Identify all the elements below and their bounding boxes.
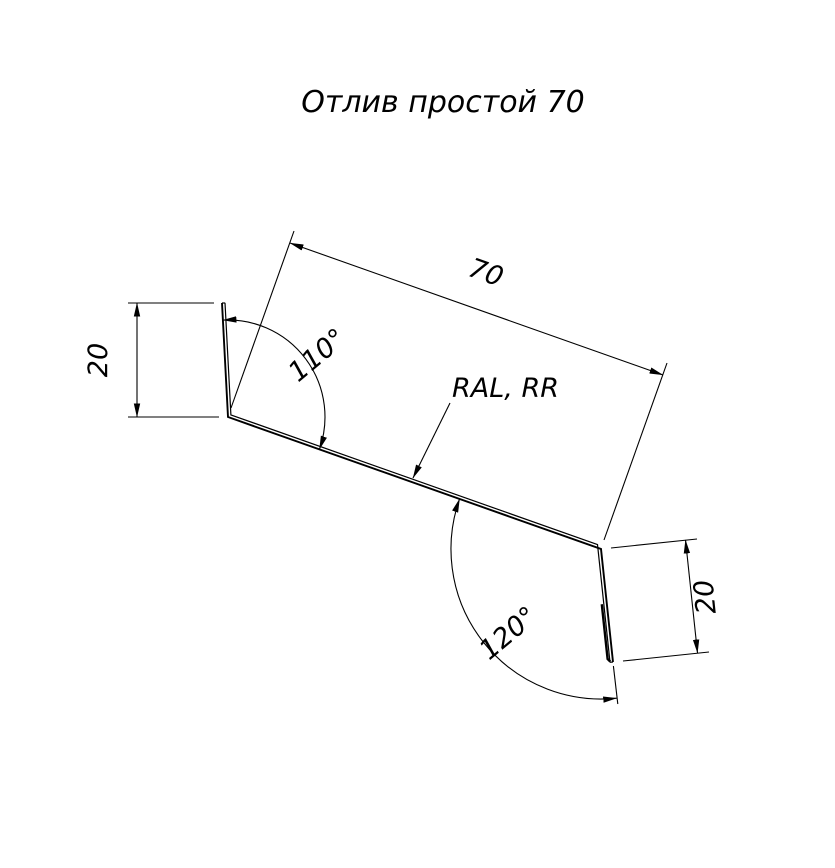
angle-dimension-bottom <box>450 498 619 705</box>
dimension-left-flange <box>128 302 219 418</box>
angle-label-bottom: 120° <box>474 601 544 667</box>
angle-dimension-top <box>222 316 327 450</box>
angle-arc <box>222 316 327 450</box>
angle-arc <box>450 498 618 703</box>
dimension-slope-length <box>230 230 668 541</box>
leader-line <box>412 402 451 479</box>
dimension-line <box>289 242 664 376</box>
drawing-title: Отлив простой 70 <box>301 85 585 120</box>
extension-line <box>610 538 698 549</box>
material-label: RAL, RR <box>452 373 559 404</box>
material-leader <box>412 402 451 479</box>
profile-outline <box>221 302 614 663</box>
dimension-label-slope-length: 70 <box>464 253 507 294</box>
extension-line <box>603 362 668 541</box>
dimension-line <box>683 539 700 654</box>
profile <box>221 302 614 663</box>
profile-inner-line <box>224 302 611 663</box>
extension-line <box>622 651 710 662</box>
extension-line <box>230 230 295 409</box>
dimension-right-flange <box>610 538 710 662</box>
dimension-label-left-flange: 20 <box>83 343 114 377</box>
dimension-label-right-flange: 20 <box>688 578 722 615</box>
